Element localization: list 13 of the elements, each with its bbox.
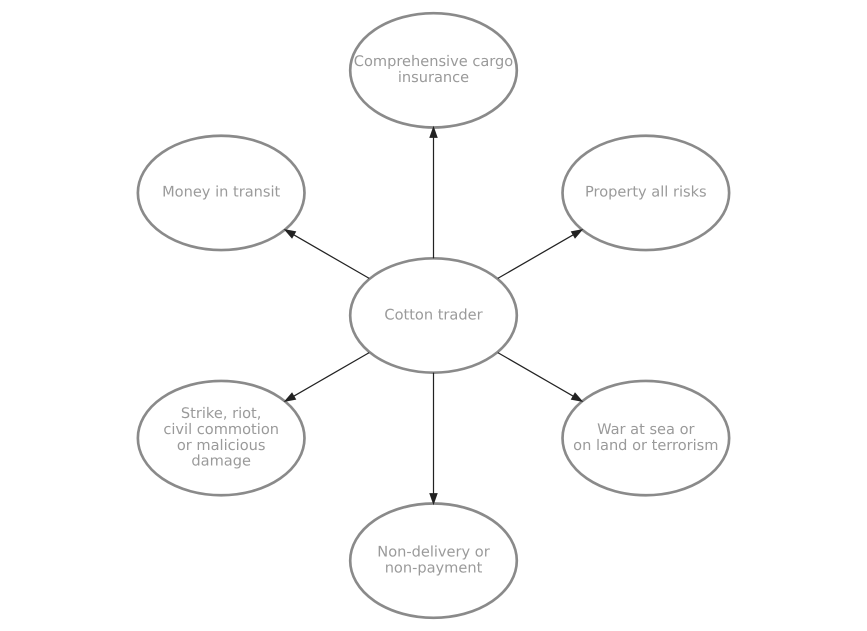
- arrow: [284, 352, 370, 402]
- node-ellipse: Comprehensive cargo insurance: [348, 12, 518, 129]
- arrow: [497, 352, 584, 402]
- node-ellipse: War at sea or on land or terrorism: [561, 380, 730, 497]
- node-ellipse: Property all risks: [561, 134, 730, 252]
- arrow: [429, 126, 438, 258]
- arrow: [284, 228, 370, 279]
- arrow: [497, 228, 584, 279]
- node-ellipse: Strike, riot, civil commotion or malicious damage: [136, 380, 306, 497]
- arrow: [429, 372, 438, 506]
- node-ellipse: Non-delivery or non-payment: [348, 502, 518, 620]
- node-ellipse: Money in transit: [136, 134, 306, 252]
- node-ellipse: Cotton trader: [348, 257, 518, 374]
